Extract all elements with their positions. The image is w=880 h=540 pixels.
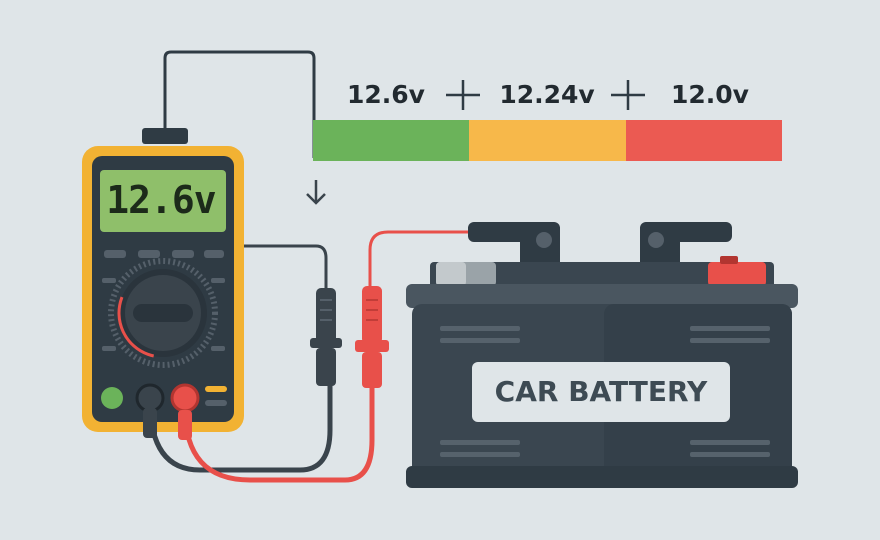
- battery-rib: [440, 338, 520, 343]
- meter-top-wire: [163, 50, 316, 158]
- meter-v-jack[interactable]: [170, 383, 200, 413]
- car-battery: [406, 222, 798, 488]
- scale-segment-fair: [469, 120, 626, 161]
- scale-segment-low: [626, 120, 782, 161]
- multimeter: [82, 128, 244, 440]
- dial-mark: [211, 346, 225, 351]
- meter-display-reading: 12.6v: [106, 178, 216, 222]
- meter-top-connector: [142, 128, 188, 144]
- red-probe: [355, 286, 389, 388]
- battery-lid: [430, 262, 774, 288]
- black-plug: [143, 408, 157, 438]
- battery-rib: [440, 326, 520, 331]
- battery-rib: [690, 338, 770, 343]
- battery-rib: [690, 326, 770, 331]
- scale-label-fair: 12.24v: [499, 80, 595, 109]
- battery-label: CAR BATTERY: [494, 375, 708, 408]
- positive-terminal-cap: [720, 256, 738, 264]
- dial-mark: [102, 346, 116, 351]
- voltage-scale-bar: [313, 120, 782, 161]
- scale-label-low: 12.0v: [671, 80, 749, 109]
- red-lead-wire: [182, 388, 375, 483]
- meter-indicator: [205, 386, 227, 392]
- battery-label-plate: [472, 362, 730, 422]
- battery-base: [406, 466, 798, 488]
- meter-button[interactable]: [204, 250, 224, 258]
- meter-button[interactable]: [138, 250, 160, 258]
- meter-rotary-dial[interactable]: [107, 257, 220, 370]
- meter-com-jack[interactable]: [135, 383, 165, 413]
- plus-icon: [611, 80, 645, 110]
- scale-label-good: 12.6v: [347, 80, 425, 109]
- battery-rib: [690, 452, 770, 457]
- meter-indicator: [205, 400, 227, 406]
- meter-button[interactable]: [104, 250, 126, 258]
- positive-terminal: [708, 262, 766, 286]
- battery-rib: [690, 440, 770, 445]
- red-plug: [178, 410, 192, 440]
- meter-lcd-screen: [100, 170, 226, 232]
- dial-mark: [211, 278, 225, 283]
- red-probe-top-wire: [368, 230, 468, 290]
- battery-rib: [440, 452, 520, 457]
- dial-mark: [102, 278, 116, 283]
- battery-top-rim: [406, 284, 798, 308]
- scale-segment-good: [313, 120, 469, 161]
- black-probe-top-wire: [240, 244, 328, 292]
- negative-terminal-highlight: [436, 262, 466, 286]
- meter-green-jack[interactable]: [101, 387, 123, 409]
- plus-icon: [446, 80, 480, 110]
- arrow-down-icon: [306, 180, 326, 205]
- meter-button[interactable]: [172, 250, 194, 258]
- battery-rib: [440, 440, 520, 445]
- black-probe: [310, 288, 342, 386]
